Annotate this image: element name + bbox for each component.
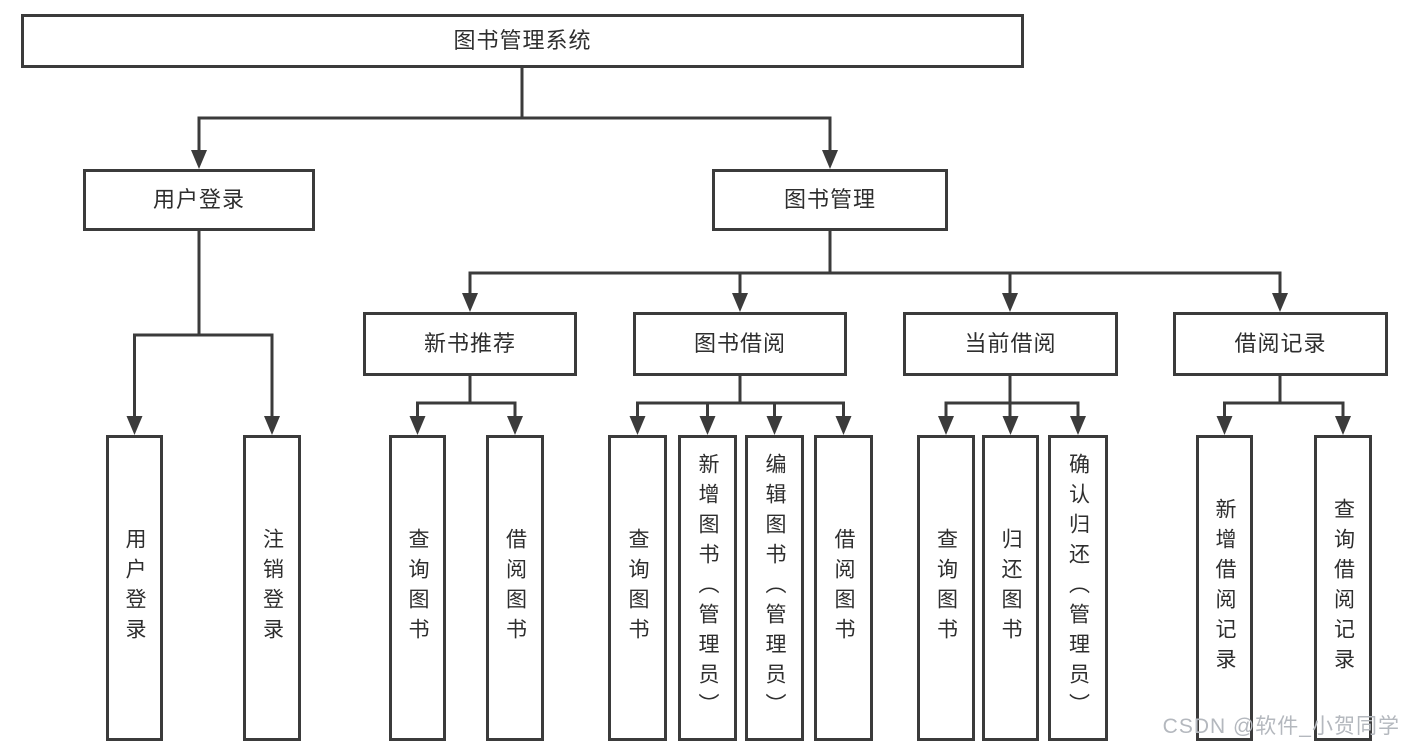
leaf-edit-books-admin: 编辑图书（管理员） xyxy=(745,435,804,741)
leaf-add-borrow-record: 新增借阅记录 xyxy=(1196,435,1253,741)
node-current-borrowing: 当前借阅 xyxy=(903,312,1118,376)
node-label: 图书借阅 xyxy=(693,331,786,356)
node-label: 当前借阅 xyxy=(964,331,1057,356)
node-label: 新增借阅记录 xyxy=(1213,498,1236,678)
node-label: 查询图书 xyxy=(406,528,429,648)
node-label: 注销登录 xyxy=(260,528,284,648)
leaf-user-login: 用户登录 xyxy=(106,435,163,741)
leaf-query-books-recommend: 查询图书 xyxy=(389,435,446,741)
node-label: 借阅图书 xyxy=(503,528,527,648)
node-label: 编辑图书（管理员） xyxy=(763,453,786,723)
node-label: 查询图书 xyxy=(626,528,649,648)
leaf-query-books-borrowing: 查询图书 xyxy=(608,435,667,741)
node-label: 图书管理 xyxy=(783,187,876,212)
node-label: 用户登录 xyxy=(152,187,245,212)
leaf-borrow-books-borrowing: 借阅图书 xyxy=(814,435,873,741)
watermark-csdn: CSDN @软件_小贺同学 xyxy=(1162,715,1400,738)
node-label: 用户登录 xyxy=(123,528,146,648)
node-label: 新增图书（管理员） xyxy=(696,453,719,723)
leaf-return-books: 归还图书 xyxy=(982,435,1039,741)
node-user-login: 用户登录 xyxy=(83,169,315,231)
node-root-library-system: 图书管理系统 xyxy=(21,14,1024,68)
node-borrowing-records: 借阅记录 xyxy=(1173,312,1388,376)
leaf-logout-login: 注销登录 xyxy=(243,435,301,741)
node-label: 查询借阅记录 xyxy=(1331,498,1355,678)
leaf-borrow-books-recommend: 借阅图书 xyxy=(486,435,544,741)
node-label: 图书管理系统 xyxy=(453,28,592,53)
node-label: 借阅记录 xyxy=(1234,331,1327,356)
node-book-borrowing: 图书借阅 xyxy=(633,312,847,376)
node-book-management: 图书管理 xyxy=(712,169,948,231)
node-label: 归还图书 xyxy=(999,528,1022,648)
node-label: 查询图书 xyxy=(934,528,958,648)
leaf-add-books-admin: 新增图书（管理员） xyxy=(678,435,737,741)
node-label: 确认归还（管理员） xyxy=(1066,453,1090,723)
leaf-query-books-current: 查询图书 xyxy=(917,435,975,741)
leaf-confirm-return-admin: 确认归还（管理员） xyxy=(1048,435,1108,741)
node-new-book-recommendation: 新书推荐 xyxy=(363,312,577,376)
leaf-query-borrow-record: 查询借阅记录 xyxy=(1314,435,1372,741)
node-label: 借阅图书 xyxy=(832,528,855,648)
connector-line-group xyxy=(133,68,1345,418)
arrowhead-group xyxy=(126,150,1351,435)
node-label: 新书推荐 xyxy=(423,331,516,356)
